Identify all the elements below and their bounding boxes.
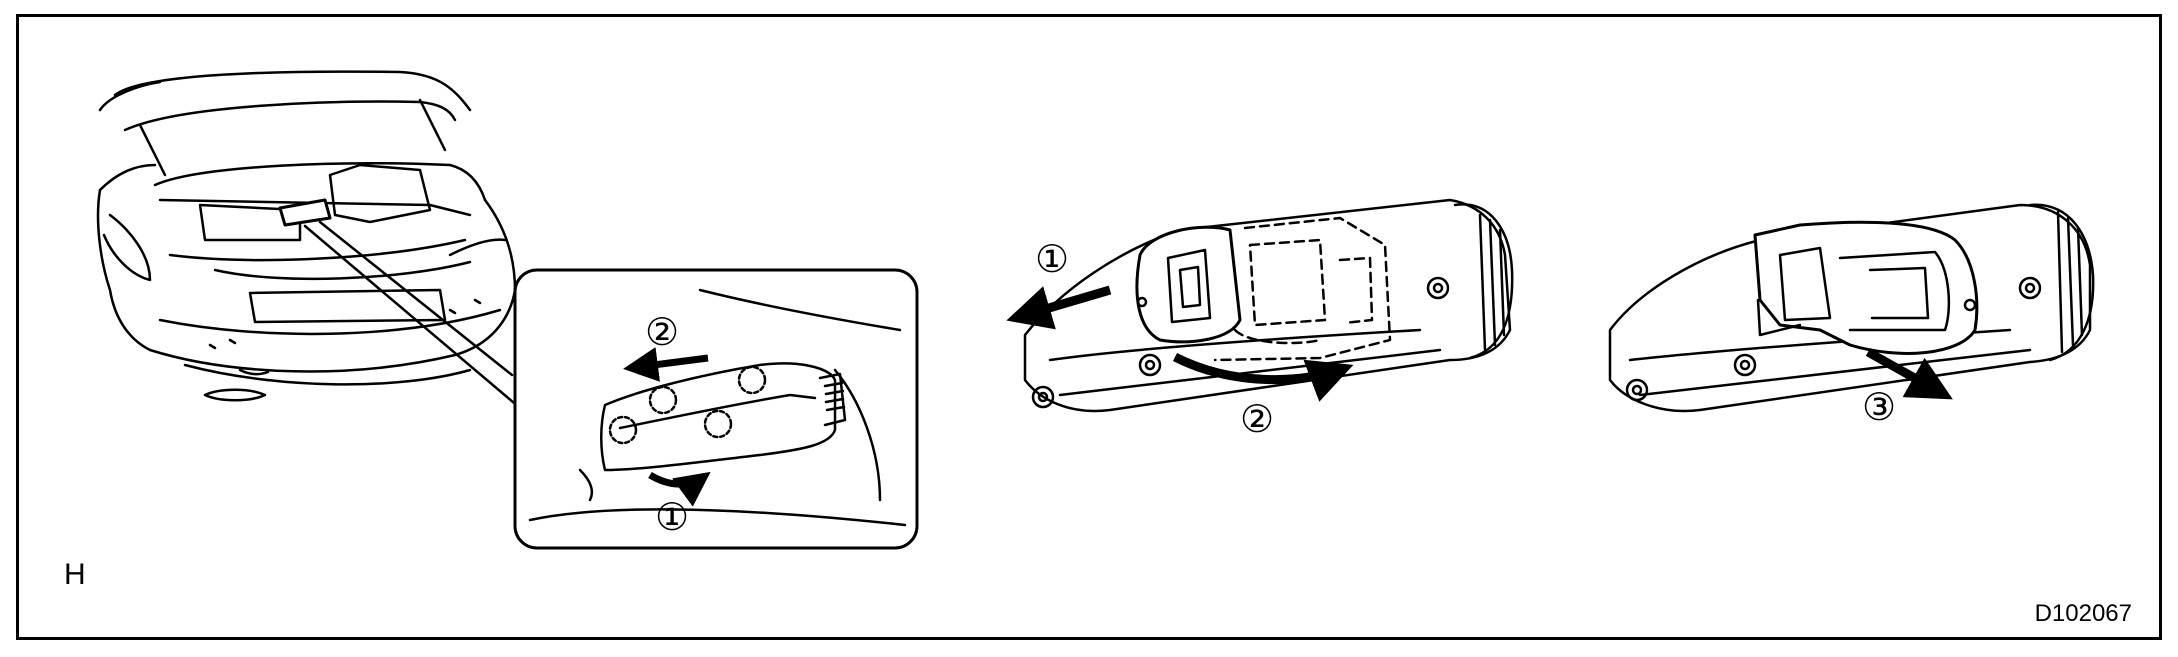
trunk-latch-assembly-icon [1023,198,1514,413]
curved-arrow [648,471,711,507]
inset-step-2-label: ② [645,312,679,354]
right-step-3-label: ③ [1862,387,1896,429]
figure-frame [16,14,2162,640]
inset-detail-panel [513,268,919,550]
middle-step-2-label: ② [1240,399,1274,441]
slide-arrow [623,347,709,382]
car-rear-trunk-open-icon [96,70,522,410]
rotate-arrow [1172,352,1354,402]
pull-left-arrow [1006,285,1112,330]
trim-clip-icon [528,288,907,527]
trunk-latch-removed-icon [1608,203,2095,413]
figure-letter: H [64,558,86,591]
middle-step-1-label: ① [1035,239,1069,281]
pull-out-arrow [1865,348,1953,400]
figure-code: D102067 [2034,600,2132,627]
inset-step-1-label: ① [655,497,689,539]
